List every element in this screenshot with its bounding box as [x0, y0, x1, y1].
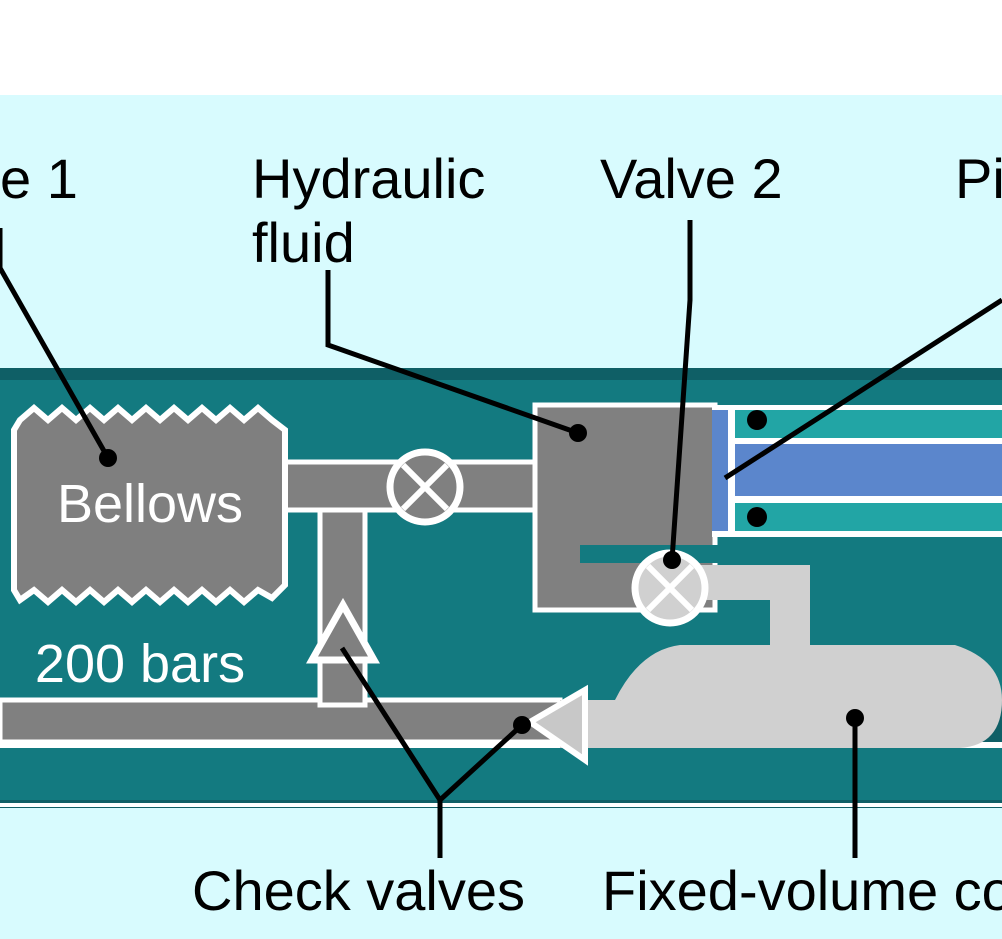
valve-1-symbol	[386, 448, 464, 526]
hydraulic-fluid-label-line2: fluid	[252, 211, 355, 274]
valve-2-symbol	[631, 549, 709, 627]
lower-channel	[0, 745, 1002, 800]
leader-lines	[0, 220, 1002, 858]
pressure-label: 200 bars	[35, 634, 245, 694]
check-valve-upper	[306, 597, 380, 664]
cylinder-upper	[735, 410, 1002, 438]
valve-1-label: e 1	[0, 147, 78, 210]
check-valves-label: Check valves	[192, 859, 525, 922]
bellows-label: Bellows	[57, 474, 243, 534]
piston-head	[712, 410, 728, 531]
piston-label: Pi	[955, 147, 1002, 210]
valve-2-label: Valve 2	[600, 147, 783, 210]
fixed-volume-label: Fixed-volume co	[602, 859, 1002, 922]
hydraulic-fluid-label-line1: Hydraulic	[252, 147, 485, 210]
check-valve-lower	[524, 684, 588, 766]
leader-dots	[99, 410, 864, 734]
piston-rod	[735, 444, 1002, 496]
cylinder-lower	[735, 503, 1002, 531]
bellows	[11, 404, 288, 606]
fixed-volume-chamber	[560, 565, 1002, 748]
return-pipe	[0, 697, 563, 745]
